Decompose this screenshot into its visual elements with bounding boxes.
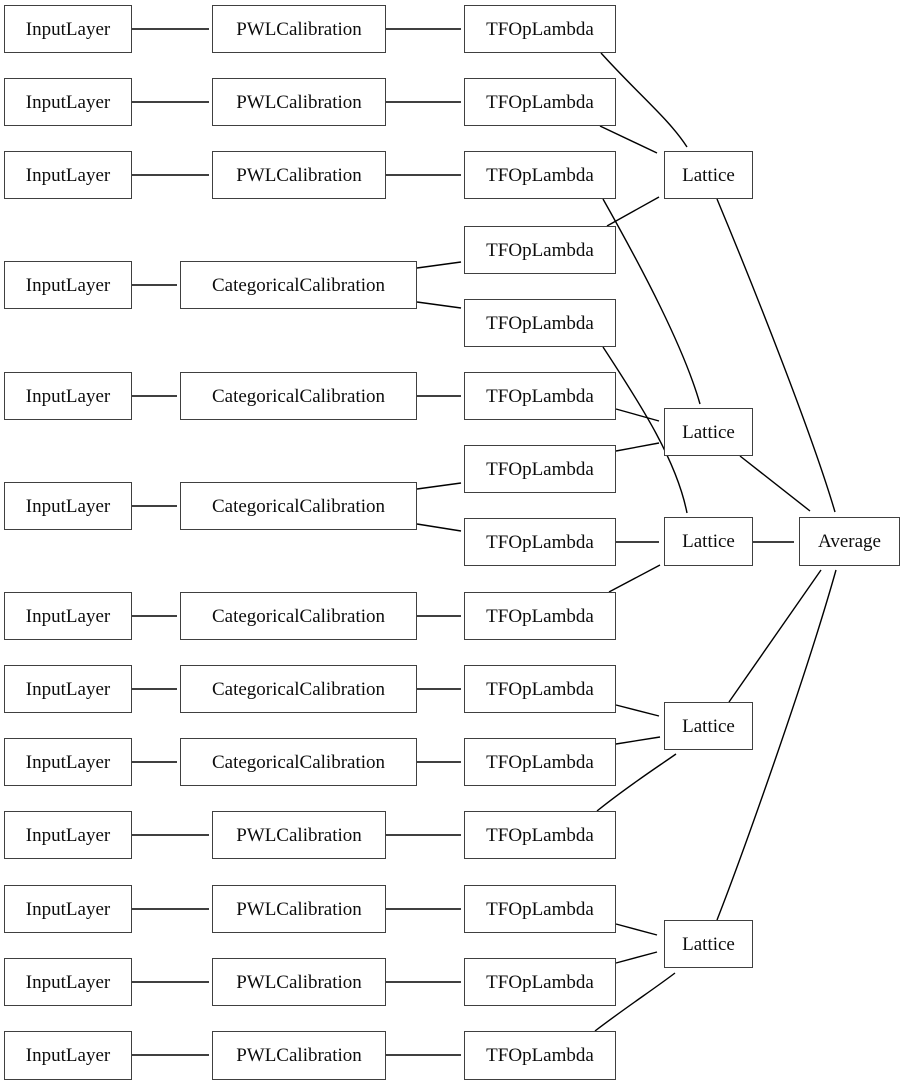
edge-c6-t7 <box>416 482 462 490</box>
node-c12-pwlcalibration: PWLCalibration <box>212 958 386 1006</box>
edge-c4-t4 <box>416 261 462 269</box>
node-il5-inputlayer: InputLayer <box>4 372 132 420</box>
node-c2-pwlcalibration: PWLCalibration <box>212 78 386 126</box>
edge-t3-l2 <box>602 198 701 405</box>
node-t4-tfoplambda: TFOpLambda <box>464 226 616 274</box>
edge-l4-avg <box>728 569 822 703</box>
node-c9-categoricalcalibration: CategoricalCalibration <box>180 738 417 786</box>
node-il10-inputlayer: InputLayer <box>4 811 132 859</box>
edge-t4-l1 <box>606 196 660 227</box>
node-c6-categoricalcalibration: CategoricalCalibration <box>180 482 417 530</box>
edge-t10-l4 <box>615 704 660 717</box>
edge-t2-l1 <box>599 125 658 154</box>
node-il13-inputlayer: InputLayer <box>4 1031 132 1080</box>
edge-t13-l5 <box>615 923 658 936</box>
node-il8-inputlayer: InputLayer <box>4 665 132 713</box>
node-t12-tfoplambda: TFOpLambda <box>464 811 616 859</box>
node-t15-tfoplambda: TFOpLambda <box>464 1031 616 1080</box>
edge-t7-l2 <box>615 442 660 452</box>
node-l5-lattice: Lattice <box>664 920 753 968</box>
edge-c4-t5 <box>416 301 462 309</box>
node-t2-tfoplambda: TFOpLambda <box>464 78 616 126</box>
node-c8-categoricalcalibration: CategoricalCalibration <box>180 665 417 713</box>
node-t3-tfoplambda: TFOpLambda <box>464 151 616 199</box>
node-il7-inputlayer: InputLayer <box>4 592 132 640</box>
node-il12-inputlayer: InputLayer <box>4 958 132 1006</box>
edge-l1-avg <box>716 198 836 513</box>
node-l1-lattice: Lattice <box>664 151 753 199</box>
edge-l2-avg <box>739 455 811 512</box>
node-t5-tfoplambda: TFOpLambda <box>464 299 616 347</box>
node-t7-tfoplambda: TFOpLambda <box>464 445 616 493</box>
node-t6-tfoplambda: TFOpLambda <box>464 372 616 420</box>
node-il11-inputlayer: InputLayer <box>4 885 132 933</box>
node-il3-inputlayer: InputLayer <box>4 151 132 199</box>
node-il2-inputlayer: InputLayer <box>4 78 132 126</box>
node-t1-tfoplambda: TFOpLambda <box>464 5 616 53</box>
node-c7-categoricalcalibration: CategoricalCalibration <box>180 592 417 640</box>
edge-t6-l2 <box>615 408 660 422</box>
node-t10-tfoplambda: TFOpLambda <box>464 665 616 713</box>
node-il6-inputlayer: InputLayer <box>4 482 132 530</box>
node-c1-pwlcalibration: PWLCalibration <box>212 5 386 53</box>
node-t13-tfoplambda: TFOpLambda <box>464 885 616 933</box>
node-l3-lattice: Lattice <box>664 517 753 566</box>
node-c4-categoricalcalibration: CategoricalCalibration <box>180 261 417 309</box>
node-c3-pwlcalibration: PWLCalibration <box>212 151 386 199</box>
node-il9-inputlayer: InputLayer <box>4 738 132 786</box>
node-l4-lattice: Lattice <box>664 702 753 750</box>
edge-t15-l5 <box>594 972 676 1032</box>
node-c13-pwlcalibration: PWLCalibration <box>212 1031 386 1080</box>
node-c11-pwlcalibration: PWLCalibration <box>212 885 386 933</box>
edge-t14-l5 <box>615 951 658 964</box>
node-t8-tfoplambda: TFOpLambda <box>464 518 616 566</box>
edge-t12-l4 <box>596 753 677 812</box>
edge-t5-l3 <box>602 346 688 514</box>
edge-t9-l3 <box>608 564 661 593</box>
node-il1-inputlayer: InputLayer <box>4 5 132 53</box>
edge-c6-t8 <box>416 523 462 532</box>
node-t14-tfoplambda: TFOpLambda <box>464 958 616 1006</box>
edge-l5-avg <box>716 569 837 921</box>
edge-t11-l4 <box>615 736 661 745</box>
edge-t1-l1 <box>600 52 688 148</box>
node-c10-pwlcalibration: PWLCalibration <box>212 811 386 859</box>
node-t9-tfoplambda: TFOpLambda <box>464 592 616 640</box>
node-l2-lattice: Lattice <box>664 408 753 456</box>
node-t11-tfoplambda: TFOpLambda <box>464 738 616 786</box>
node-avg-average: Average <box>799 517 900 566</box>
node-c5-categoricalcalibration: CategoricalCalibration <box>180 372 417 420</box>
node-il4-inputlayer: InputLayer <box>4 261 132 309</box>
